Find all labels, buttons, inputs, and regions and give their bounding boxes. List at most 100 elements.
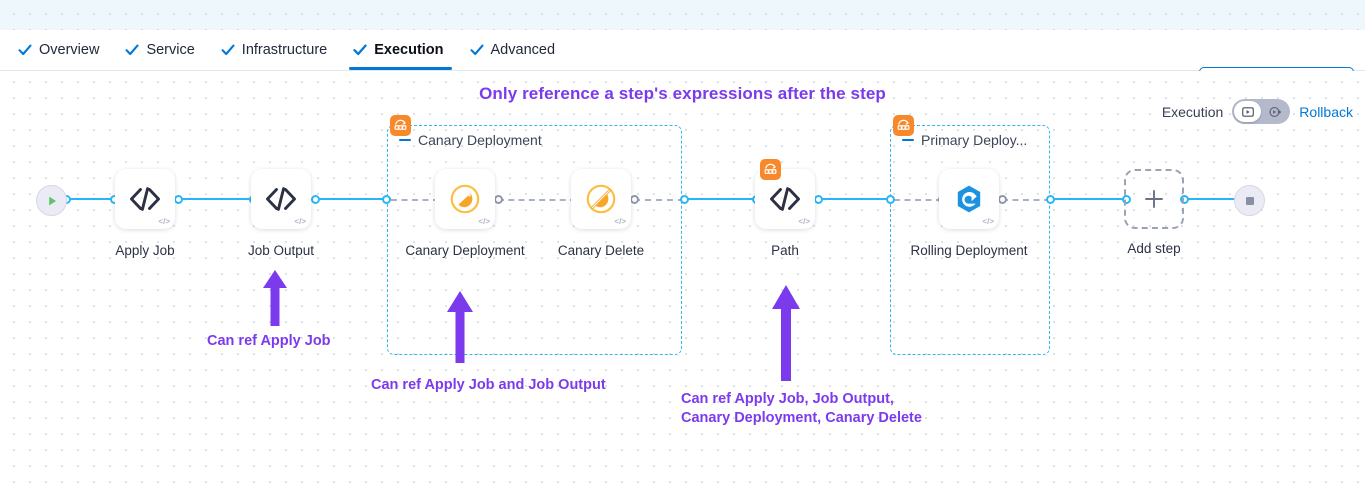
canary-delete-icon bbox=[584, 182, 618, 216]
step-node-apply-job[interactable]: </> bbox=[115, 169, 175, 229]
connector-line bbox=[66, 198, 116, 200]
tab-label: Execution bbox=[374, 42, 444, 58]
annotation-label-2: Can ref Apply Job and Job Output bbox=[371, 377, 606, 393]
step-node-job-output[interactable]: </> bbox=[251, 169, 311, 229]
connector-dot[interactable] bbox=[886, 195, 895, 204]
step-node-canary-delete[interactable]: </> bbox=[571, 169, 631, 229]
connector-line-dashed bbox=[894, 199, 942, 201]
collapse-group-icon[interactable] bbox=[902, 139, 914, 141]
group-title-label: Canary Deployment bbox=[418, 132, 542, 148]
check-icon bbox=[18, 43, 32, 57]
stop-icon bbox=[1244, 195, 1256, 207]
check-icon bbox=[125, 43, 139, 57]
code-badge-icon: </> bbox=[798, 217, 810, 226]
check-icon bbox=[469, 43, 484, 57]
step-group-canary-deployment[interactable] bbox=[387, 125, 682, 355]
pipeline-start-node[interactable] bbox=[36, 185, 67, 216]
connector-line-dashed bbox=[634, 199, 684, 201]
add-step-label: Add step bbox=[1127, 241, 1181, 256]
step-group-icon bbox=[390, 115, 411, 136]
play-box-icon bbox=[1241, 105, 1255, 119]
code-icon bbox=[768, 186, 802, 212]
active-tab-underline bbox=[349, 67, 452, 70]
step-node-label: Rolling Deployment bbox=[910, 243, 1028, 258]
tab-execution[interactable]: Execution bbox=[349, 30, 465, 70]
connector-line bbox=[315, 198, 391, 200]
execution-label: Execution bbox=[1161, 103, 1224, 120]
code-badge-icon: </> bbox=[982, 217, 994, 226]
step-node-label: Apply Job bbox=[115, 243, 175, 258]
step-node-label: Canary Deployment bbox=[405, 243, 525, 258]
add-step-button[interactable] bbox=[1124, 169, 1184, 229]
connector-line bbox=[178, 198, 254, 200]
connector-dot[interactable] bbox=[1046, 195, 1055, 204]
pipeline-end-node[interactable] bbox=[1234, 185, 1265, 216]
check-icon bbox=[353, 43, 367, 57]
plus-icon bbox=[1142, 187, 1166, 211]
code-icon bbox=[264, 186, 298, 212]
tab-label: Infrastructure bbox=[241, 42, 328, 58]
annotation-arrow-1 bbox=[259, 268, 291, 333]
connector-dot[interactable] bbox=[494, 195, 503, 204]
connector-dot[interactable] bbox=[998, 195, 1007, 204]
step-node-canary-deployment[interactable]: </> bbox=[435, 169, 495, 229]
step-node-label: Job Output bbox=[247, 243, 315, 258]
connector-line-dashed bbox=[391, 199, 439, 201]
connector-dot[interactable] bbox=[311, 195, 320, 204]
tab-label: Service bbox=[146, 42, 195, 58]
rollback-label[interactable]: Rollback bbox=[1299, 103, 1353, 120]
connector-line bbox=[1050, 198, 1126, 200]
play-icon bbox=[45, 194, 59, 208]
connector-dot[interactable] bbox=[382, 195, 391, 204]
connector-line-dashed bbox=[1002, 199, 1050, 201]
connector-dot[interactable] bbox=[814, 195, 823, 204]
tab-list: Overview Service Infrastructure Executio… bbox=[0, 30, 577, 70]
step-node-rolling-deployment[interactable]: </> bbox=[939, 169, 999, 229]
connector-dot[interactable] bbox=[680, 195, 689, 204]
tab-label: Overview bbox=[39, 42, 100, 58]
tab-advanced[interactable]: Advanced bbox=[466, 30, 578, 70]
wizard-tab-bar: Overview Service Infrastructure Executio… bbox=[0, 30, 1365, 95]
rollback-toggle-option[interactable] bbox=[1261, 101, 1288, 122]
code-badge-icon: </> bbox=[294, 217, 306, 226]
rolling-deploy-icon bbox=[953, 183, 985, 215]
check-icon bbox=[221, 43, 235, 57]
annotation-arrow-2 bbox=[443, 289, 477, 370]
execution-rollback-toggle[interactable] bbox=[1232, 99, 1291, 124]
connector-line bbox=[1184, 198, 1240, 200]
canvas-top-strip bbox=[0, 0, 1365, 30]
headline-note: Only reference a step's expressions afte… bbox=[479, 84, 886, 103]
connector-dot[interactable] bbox=[1180, 195, 1189, 204]
connector-line bbox=[818, 198, 894, 200]
canary-bird-icon bbox=[448, 182, 482, 216]
connector-line bbox=[684, 198, 756, 200]
tab-infrastructure[interactable]: Infrastructure bbox=[217, 30, 349, 70]
step-group-primary-title: Primary Deploy... bbox=[902, 132, 1027, 148]
step-group-icon bbox=[760, 159, 781, 180]
step-group-primary-deployment[interactable] bbox=[890, 125, 1050, 355]
connector-dot[interactable] bbox=[630, 195, 639, 204]
annotation-label-1: Can ref Apply Job bbox=[207, 333, 331, 349]
tab-service[interactable]: Service bbox=[121, 30, 216, 70]
collapse-group-icon[interactable] bbox=[399, 139, 411, 141]
execution-rollback-control: Execution bbox=[1162, 99, 1353, 124]
code-badge-icon: </> bbox=[614, 217, 626, 226]
execution-toggle-option[interactable] bbox=[1234, 101, 1262, 122]
step-node-label: Canary Delete bbox=[557, 243, 645, 258]
connector-line-dashed bbox=[498, 199, 576, 201]
step-group-canary-title: Canary Deployment bbox=[399, 132, 542, 148]
tab-overview[interactable]: Overview bbox=[14, 30, 121, 70]
step-node-label: Path bbox=[771, 243, 799, 258]
connector-dot[interactable] bbox=[174, 195, 183, 204]
annotation-label-3: Can ref Apply Job, Job Output, Canary De… bbox=[681, 391, 922, 426]
code-icon bbox=[128, 186, 162, 212]
annotation-arrow-3 bbox=[768, 283, 804, 388]
tab-label: Advanced bbox=[490, 42, 556, 58]
code-badge-icon: </> bbox=[478, 217, 490, 226]
play-arrow-icon bbox=[1268, 105, 1282, 119]
group-title-label: Primary Deploy... bbox=[921, 132, 1028, 148]
code-badge-icon: </> bbox=[158, 217, 170, 226]
pipeline-canvas[interactable]: Only reference a step's expressions afte… bbox=[0, 71, 1365, 495]
connector-dot[interactable] bbox=[1122, 195, 1131, 204]
step-group-icon bbox=[893, 115, 914, 136]
